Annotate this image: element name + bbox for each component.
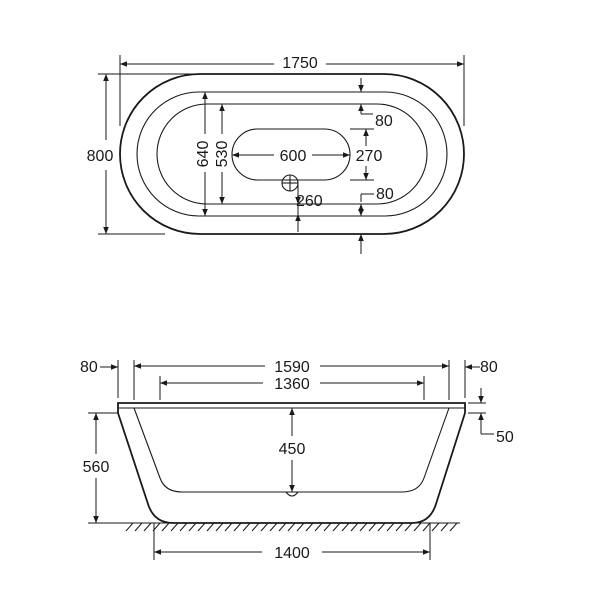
dim-drain-offset: 260 — [296, 193, 323, 210]
dim-base-length: 1400 — [274, 545, 310, 562]
dim-inner-width: 530 — [214, 141, 231, 168]
floor-hatch-line — [422, 522, 431, 532]
tub-rim-outline — [136, 91, 448, 217]
floor-hatch-line — [224, 522, 233, 532]
dim-overall-height: 560 — [83, 459, 110, 476]
floor-hatch-line — [440, 522, 449, 532]
floor-hatch — [125, 522, 458, 532]
dim-rim-width: 640 — [195, 141, 212, 168]
floor-hatch-line — [143, 522, 152, 532]
floor-hatch-line — [296, 522, 305, 532]
floor-hatch-line — [188, 522, 197, 532]
dim-drain-width: 270 — [356, 148, 383, 165]
dim-rim-left: 80 — [80, 359, 98, 376]
floor-hatch-line — [197, 522, 206, 532]
side-view: 80 1590 80 1360 50 560 450 — [80, 359, 514, 562]
floor-hatch-line — [287, 522, 296, 532]
floor-hatch-line — [260, 522, 269, 532]
floor-hatch-line — [269, 522, 278, 532]
floor-hatch-line — [341, 522, 350, 532]
dim-rim-bottom: 80 — [376, 186, 394, 203]
floor-hatch-line — [395, 522, 404, 532]
floor-hatch-line — [386, 522, 395, 532]
floor-hatch-line — [242, 522, 251, 532]
top-view: 1750 800 640 530 600 270 80 — [87, 55, 465, 254]
dim-inner-length: 1360 — [274, 376, 310, 393]
floor-hatch-line — [314, 522, 323, 532]
dim-inner-depth: 450 — [279, 441, 306, 458]
floor-hatch-line — [125, 522, 134, 532]
floor-hatch-line — [161, 522, 170, 532]
floor-hatch-line — [449, 522, 458, 532]
floor-hatch-line — [377, 522, 386, 532]
floor-hatch-line — [233, 522, 242, 532]
floor-hatch-line — [179, 522, 188, 532]
floor-hatch-line — [332, 522, 341, 532]
floor-hatch-line — [323, 522, 332, 532]
floor-hatch-line — [359, 522, 368, 532]
floor-hatch-line — [368, 522, 377, 532]
floor-hatch-line — [305, 522, 314, 532]
dim-lip-height: 50 — [496, 429, 514, 446]
dim-overall-length: 1750 — [282, 55, 318, 72]
floor-hatch-line — [278, 522, 287, 532]
dim-rim-top: 80 — [375, 113, 393, 130]
floor-hatch-line — [413, 522, 422, 532]
floor-hatch-line — [170, 522, 179, 532]
floor-hatch-line — [251, 522, 260, 532]
floor-hatch-line — [431, 522, 440, 532]
floor-hatch-line — [350, 522, 359, 532]
floor-hatch-line — [215, 522, 224, 532]
floor-hatch-line — [206, 522, 215, 532]
dim-top-length: 1590 — [274, 359, 310, 376]
tub-outer-outline — [119, 73, 465, 235]
dim-drain-length: 600 — [280, 148, 307, 165]
floor-hatch-line — [134, 522, 143, 532]
dim-overall-width: 800 — [87, 148, 114, 165]
tub-basin-outline — [156, 103, 428, 205]
dim-rim-right: 80 — [480, 359, 498, 376]
floor-hatch-line — [404, 522, 413, 532]
